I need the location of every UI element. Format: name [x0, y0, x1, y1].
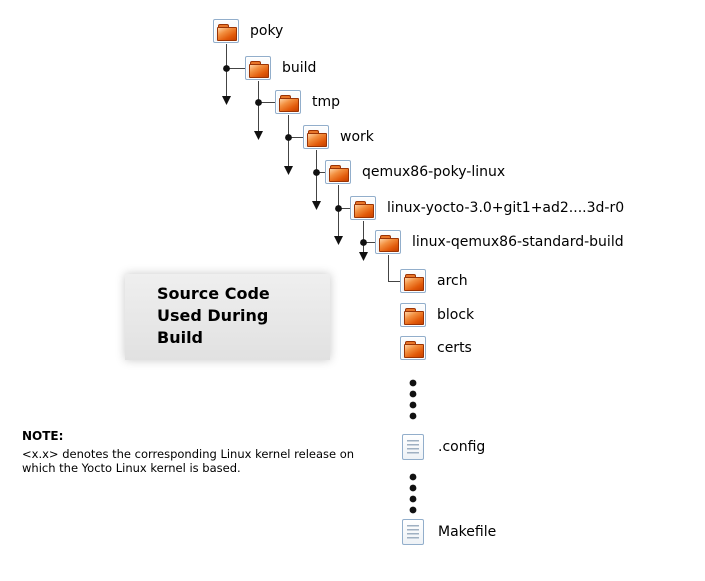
tree-node-label: build [282, 60, 317, 76]
tree-node-arch: arch [400, 269, 468, 293]
folder-icon [375, 230, 401, 254]
tree-node-tmp: tmp [275, 90, 340, 114]
tree-node-certs: certs [400, 336, 472, 360]
tree-node-label: poky [250, 23, 284, 39]
file-icon [402, 434, 424, 460]
callout-line: Build [157, 328, 204, 347]
tree-node-label: .config [438, 439, 486, 455]
tree-node-label: block [437, 307, 475, 323]
tree-node-linux-yocto: linux-yocto-3.0+git1+ad2....3d-r0 [350, 196, 624, 220]
tree-node-linux-qemux86-standard-build: linux-qemux86-standard-build [375, 230, 624, 254]
note-block: NOTE: <x.x> denotes the corresponding Li… [22, 429, 402, 475]
tree-node-work: work [303, 125, 374, 149]
note-body-line: which the Yocto Linux kernel is based. [22, 461, 241, 475]
tree-node-label: work [340, 129, 374, 145]
tree-node-label: linux-qemux86-standard-build [412, 234, 624, 250]
folder-icon [303, 125, 329, 149]
folder-icon [275, 90, 301, 114]
folder-icon [400, 303, 426, 327]
tree-node-block: block [400, 303, 474, 327]
tree-node-dot-config: .config [402, 434, 485, 460]
source-code-callout: Source Code Used During Build [125, 274, 330, 360]
callout-line: Source Code [157, 284, 270, 303]
file-icon [402, 519, 424, 545]
callout-line: Used During [157, 306, 269, 325]
tree-node-label: certs [437, 340, 472, 356]
folder-icon [213, 19, 239, 43]
tree-node-build: build [245, 56, 316, 80]
folder-icon [400, 336, 426, 360]
tree-node-label: tmp [312, 94, 341, 110]
folder-icon [325, 160, 351, 184]
folder-icon [245, 56, 271, 80]
tree-node-qemux86-poky-linux: qemux86-poky-linux [325, 160, 505, 184]
folder-icon [400, 269, 426, 293]
folder-icon [350, 196, 376, 220]
tree-node-label: Makefile [438, 524, 497, 540]
tree-node-poky: poky [213, 19, 283, 43]
tree-node-label: qemux86-poky-linux [362, 164, 506, 180]
note-heading: NOTE: [22, 429, 64, 443]
tree-node-label: arch [437, 273, 468, 289]
tree-node-makefile: Makefile [402, 519, 496, 545]
tree-node-label: linux-yocto-3.0+git1+ad2....3d-r0 [387, 200, 625, 216]
note-body-line: <x.x> denotes the corresponding Linux ke… [22, 447, 355, 461]
